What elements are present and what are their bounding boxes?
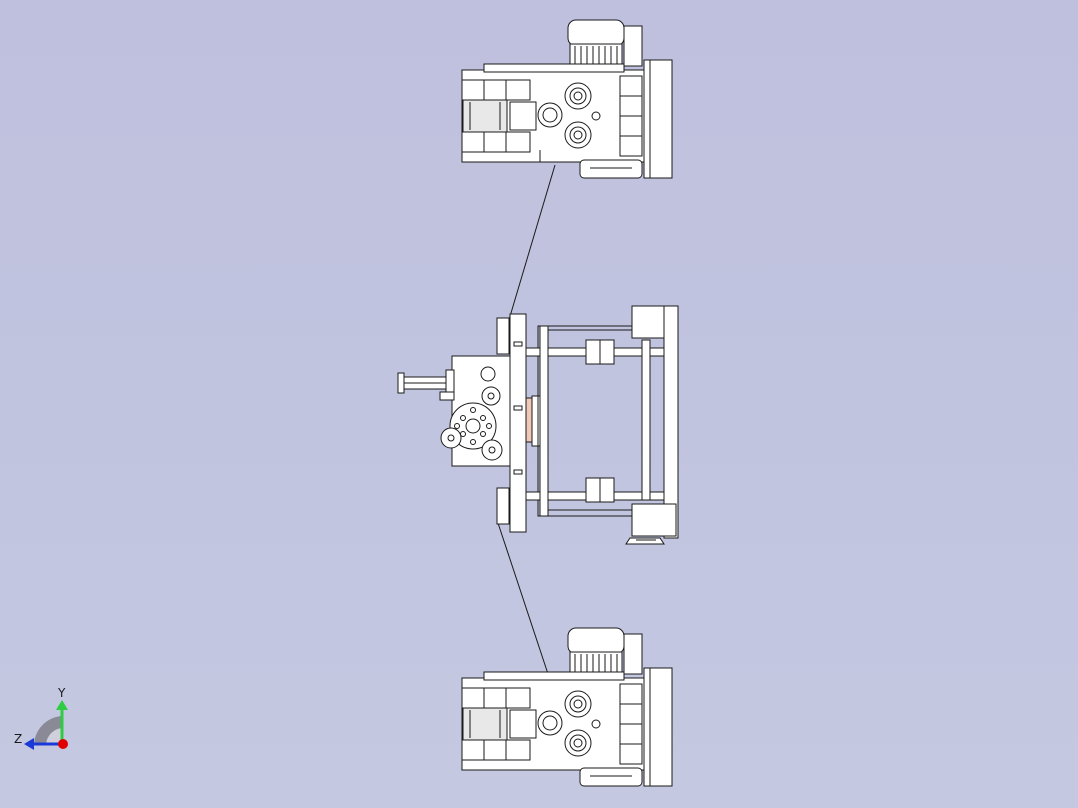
view-orientation-triad[interactable]: Y Z <box>14 686 84 756</box>
y-axis-label: Y <box>58 686 66 700</box>
central-machine[interactable] <box>397 305 679 545</box>
drive-unit-bottom[interactable] <box>461 627 673 787</box>
drive-unit-top[interactable] <box>461 19 673 179</box>
x-axis-icon <box>58 739 68 749</box>
z-axis-label: Z <box>14 732 23 746</box>
